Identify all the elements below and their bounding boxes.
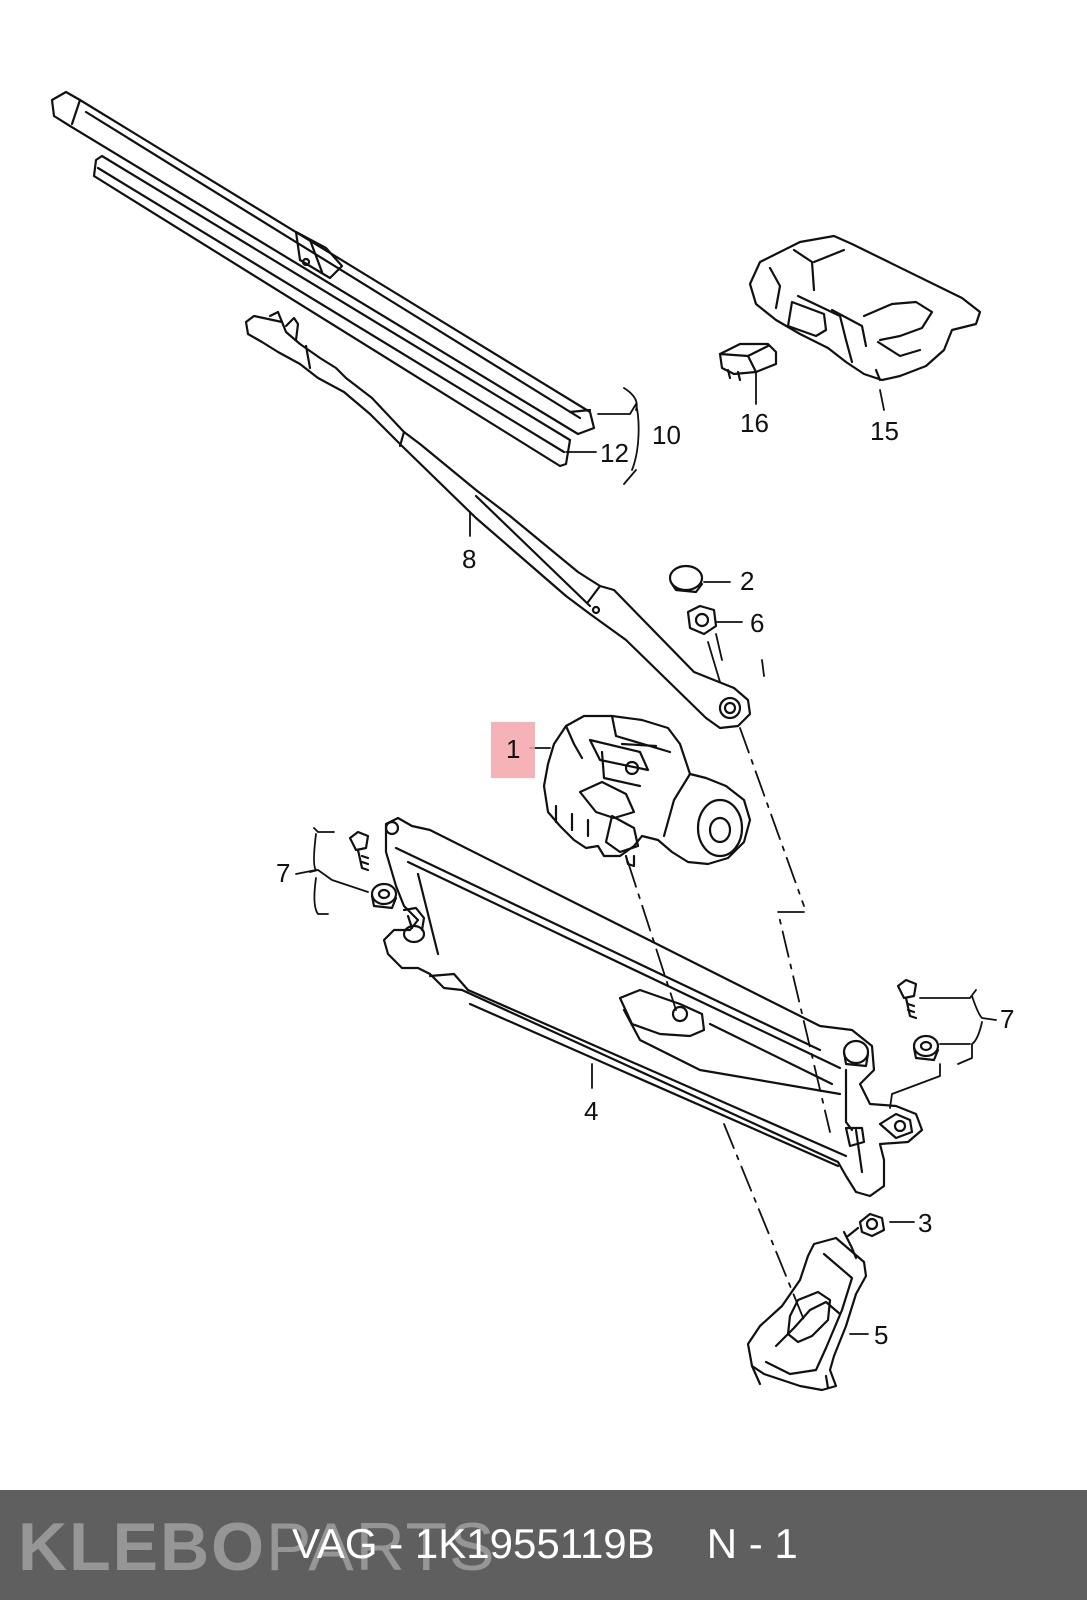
callout-3[interactable]: 3 — [918, 1208, 932, 1238]
callout-5[interactable]: 5 — [874, 1320, 888, 1350]
wiper-rubber-part-12 — [92, 154, 572, 468]
bracket-part-15 — [748, 234, 982, 382]
brand-bold: KLEBO — [18, 1509, 266, 1585]
wiper-arm-part-8 — [244, 310, 752, 730]
cap-part-2 — [668, 564, 704, 594]
footer-bar: KLEBOPARTS VAG - 1K1955119B N - 1 — [0, 1490, 1087, 1600]
callout-10[interactable]: 10 — [652, 420, 681, 450]
assembly-guide-lines — [627, 727, 831, 1321]
callout-16[interactable]: 16 — [740, 408, 769, 438]
callout-12[interactable]: 12 — [600, 438, 629, 468]
connector-part-16 — [718, 342, 778, 382]
part-info: VAG - 1K1955119B N - 1 — [292, 1520, 850, 1568]
brand-watermark: KLEBOPARTS — [18, 1508, 496, 1586]
highlight-part-1 — [491, 722, 535, 778]
pivot-bracket-part-5 — [746, 1226, 868, 1392]
parts-diagram: 1 2 6 8 10 12 16 15 7 7 4 3 5 — [50, 90, 1014, 1392]
callout-6[interactable]: 6 — [750, 608, 764, 638]
callout-7-right[interactable]: 7 — [1000, 1004, 1014, 1034]
brand-light: PARTS — [266, 1509, 497, 1585]
quantity: N - 1 — [706, 1520, 798, 1567]
wiper-motor-part-1 — [542, 714, 752, 868]
callout-1[interactable]: 1 — [506, 734, 520, 764]
bolt-part-7-right — [896, 978, 940, 1062]
bolt-part-7-left — [348, 830, 398, 910]
nut-part-3 — [858, 1212, 886, 1238]
linkage-frame-part-4 — [382, 816, 924, 1198]
callout-4[interactable]: 4 — [584, 1096, 598, 1126]
callout-7-left[interactable]: 7 — [276, 858, 290, 888]
callout-8[interactable]: 8 — [462, 544, 476, 574]
callout-15[interactable]: 15 — [870, 416, 899, 446]
wiper-blade-part-10 — [50, 90, 596, 436]
leader-lines — [295, 371, 997, 1335]
part-number: VAG - 1K1955119B — [292, 1520, 655, 1567]
nut-part-6 — [686, 604, 718, 636]
callout-2[interactable]: 2 — [740, 566, 754, 596]
callout-labels: 1 2 6 8 10 12 16 15 7 7 4 3 5 — [276, 408, 1014, 1350]
